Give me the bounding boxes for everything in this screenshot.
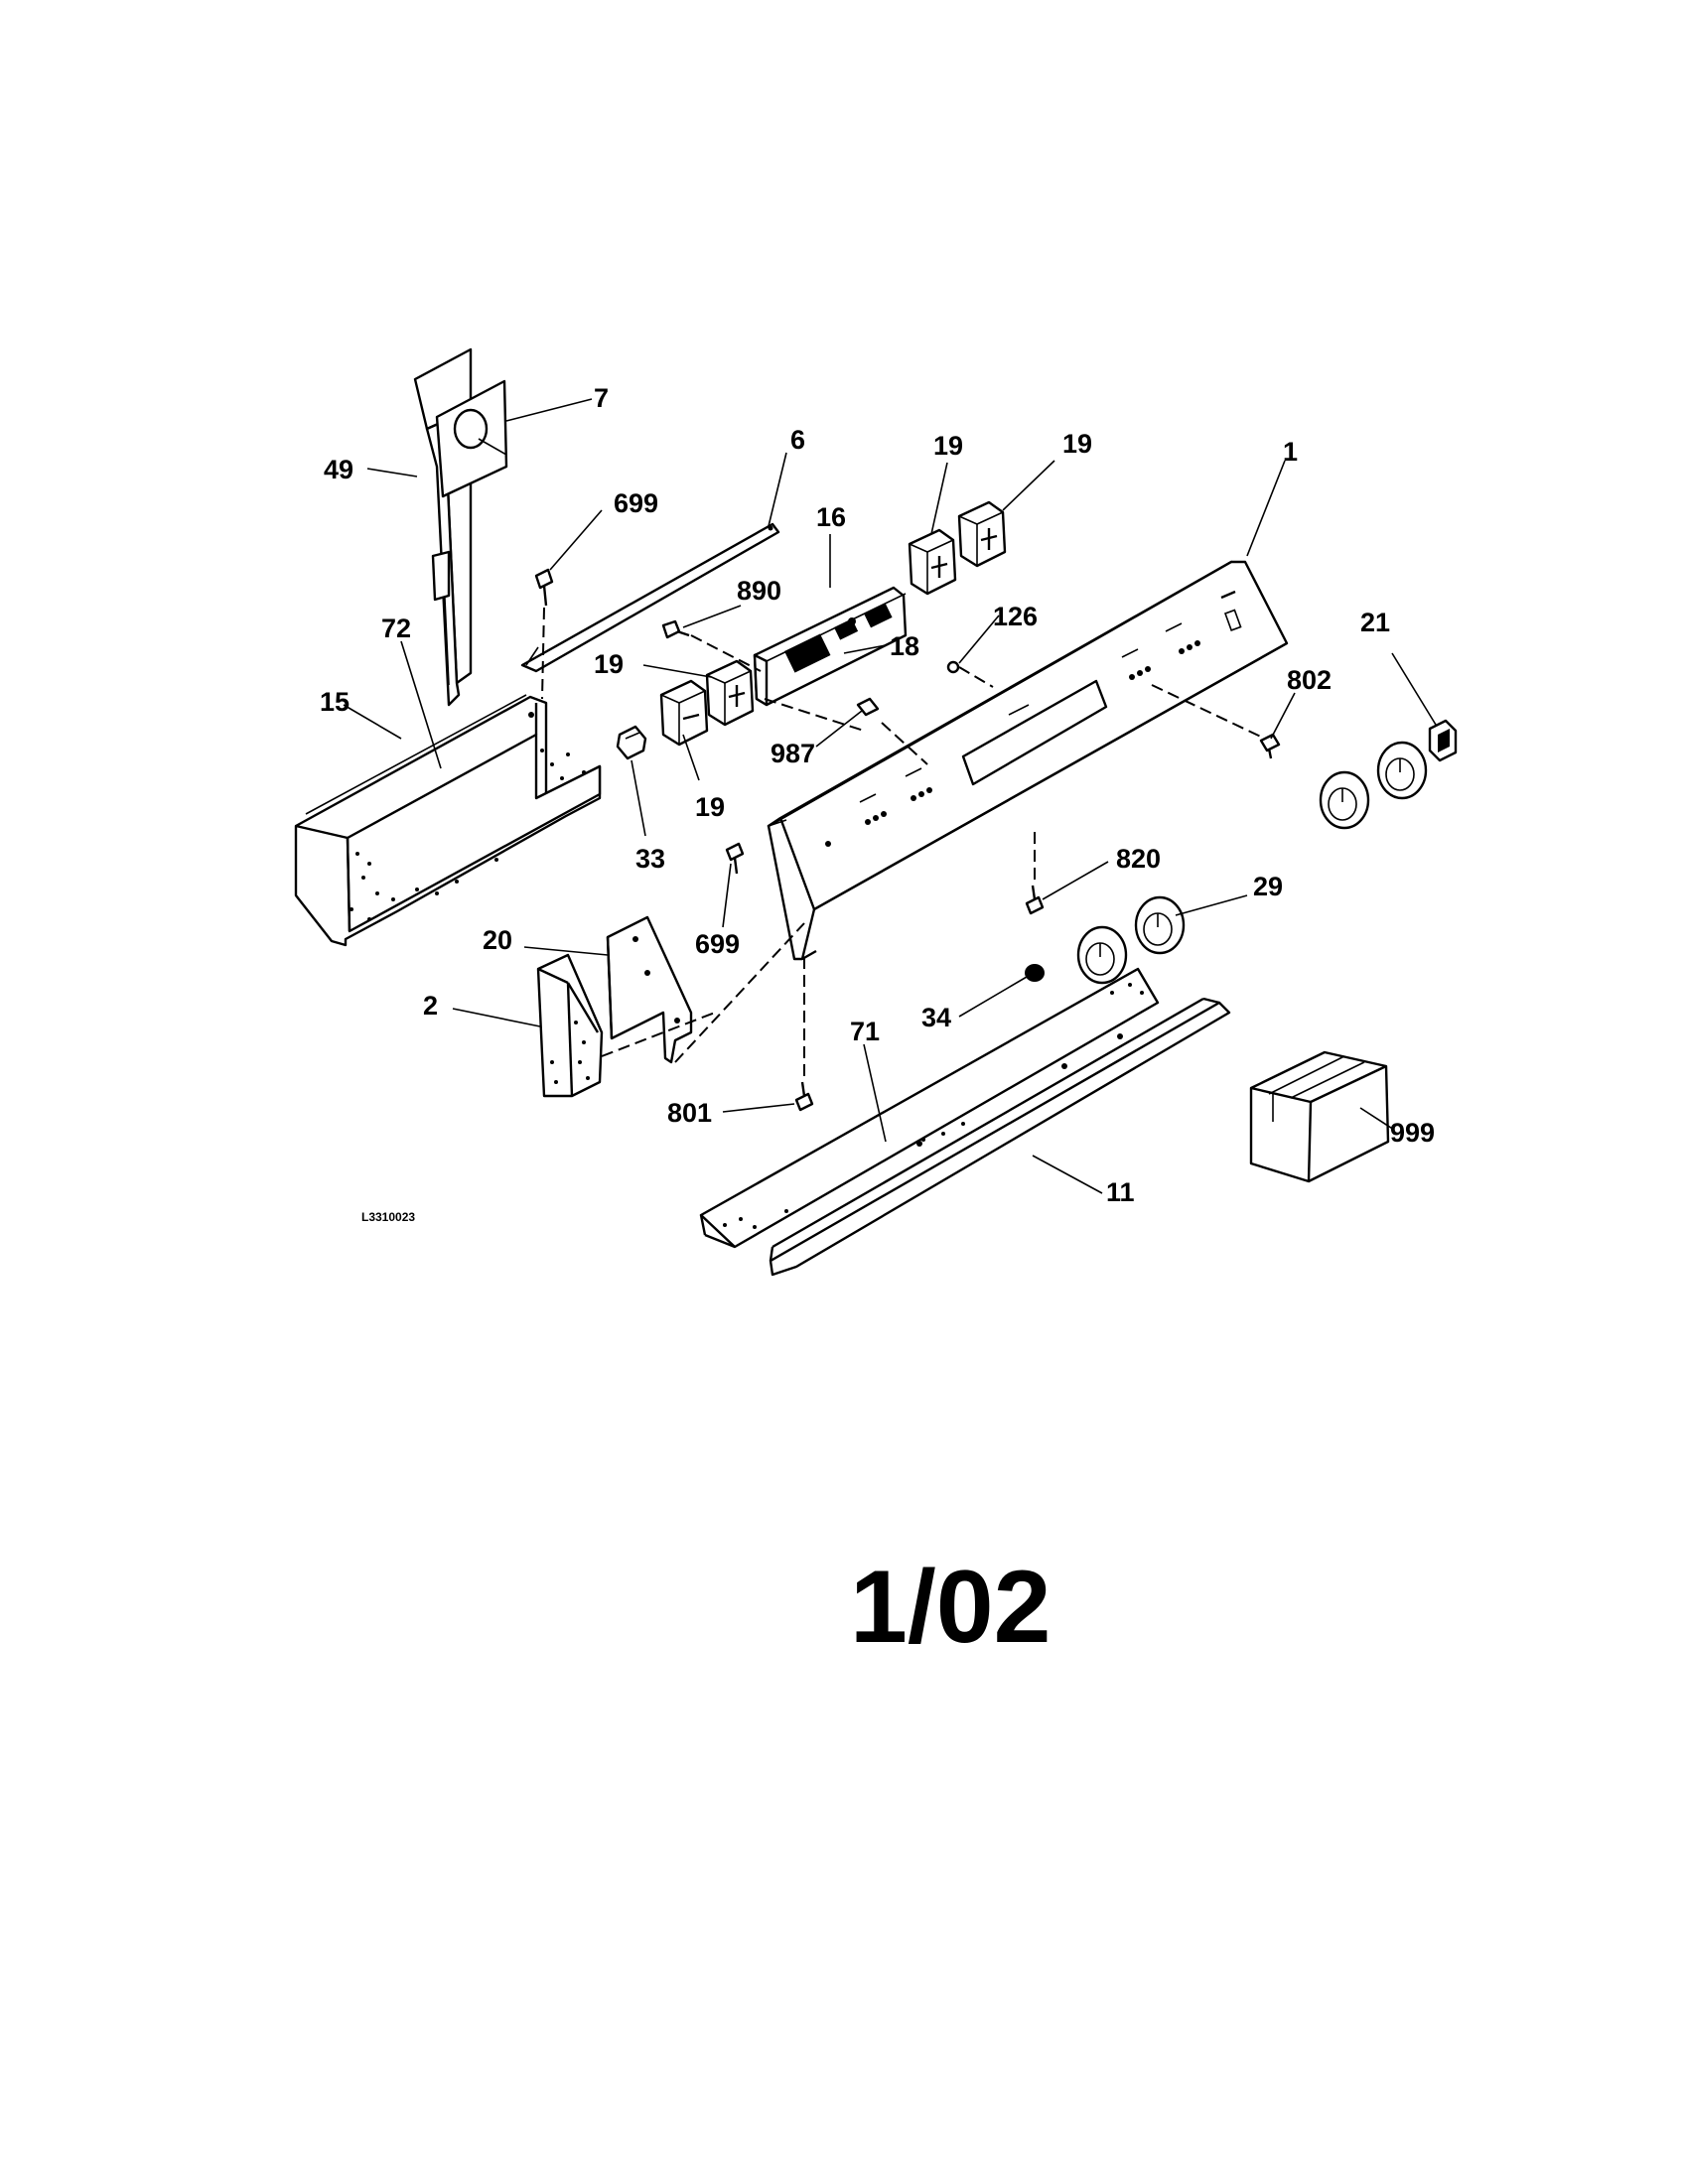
label-34: 34 (921, 1003, 951, 1032)
part-699-screw-lower (725, 842, 745, 875)
label-126: 126 (993, 602, 1038, 631)
label-699-upper: 699 (614, 488, 658, 518)
label-72: 72 (381, 614, 411, 643)
part-16-control (753, 586, 908, 707)
label-20: 20 (483, 925, 512, 955)
label-987: 987 (771, 739, 815, 768)
part-987-clip (856, 697, 880, 717)
part-49-bracket (413, 347, 508, 707)
label-15: 15 (320, 687, 350, 717)
label-1: 1 (1283, 437, 1298, 467)
label-7: 7 (594, 383, 609, 413)
part-71-trim (699, 967, 1160, 1249)
label-16: 16 (816, 502, 846, 532)
part-820-screw (1025, 885, 1045, 915)
part-labels: 1 7 49 6 699 16 19 19 890 126 18 19 72 1… (320, 383, 1435, 1207)
part-801-screw (794, 1081, 814, 1112)
drawing-code: L3310023 (361, 1210, 415, 1224)
part-19-switch-top-right (957, 500, 1007, 568)
part-802-screw (1259, 733, 1281, 759)
label-21: 21 (1360, 608, 1390, 637)
part-2-end-cap (536, 953, 604, 1098)
part-6-strip (520, 522, 780, 673)
part-34-bushing (1025, 964, 1045, 982)
part-126-nut (946, 660, 960, 674)
label-699-lower: 699 (695, 929, 740, 959)
label-890: 890 (737, 576, 781, 606)
label-71: 71 (850, 1017, 880, 1046)
label-11: 11 (1106, 1177, 1135, 1207)
part-15-speckle (350, 749, 586, 921)
label-49: 49 (324, 455, 353, 484)
part-999-box (1249, 1050, 1390, 1183)
part-11-trim (769, 997, 1231, 1277)
label-19-top-right: 19 (1062, 429, 1092, 459)
part-15-trough (294, 694, 602, 947)
part-33-light (616, 725, 647, 760)
label-802: 802 (1287, 665, 1332, 695)
label-19-top-left: 19 (933, 431, 963, 461)
assembly-lines (541, 607, 1266, 1082)
page-code: 1/02 (850, 1550, 1051, 1665)
part-890-screw (661, 619, 690, 639)
label-6: 6 (790, 425, 805, 455)
part-knob-upper-left (1319, 770, 1370, 830)
part-knob-upper-right (1376, 741, 1428, 800)
label-29: 29 (1253, 872, 1283, 901)
part-19-switch-mid-left (659, 679, 709, 747)
part-1-control-panel (767, 560, 1289, 961)
label-33: 33 (635, 844, 665, 874)
label-19-mid-below: 19 (695, 792, 725, 822)
label-820: 820 (1116, 844, 1161, 874)
part-699-screw-upper (534, 568, 554, 607)
part-20-bracket (606, 915, 693, 1064)
label-2: 2 (423, 991, 438, 1021)
part-19-switch-mid-right (705, 659, 755, 727)
part-19-switch-top-left (908, 528, 957, 596)
part-21-cap (1428, 719, 1458, 762)
leader-lines (343, 398, 1437, 1194)
label-18: 18 (890, 631, 919, 661)
part-29-knob-left (1076, 925, 1128, 985)
label-999: 999 (1390, 1118, 1435, 1148)
part-29-knob-right (1134, 895, 1186, 955)
label-19-mid-left: 19 (594, 649, 624, 679)
label-801: 801 (667, 1098, 712, 1128)
